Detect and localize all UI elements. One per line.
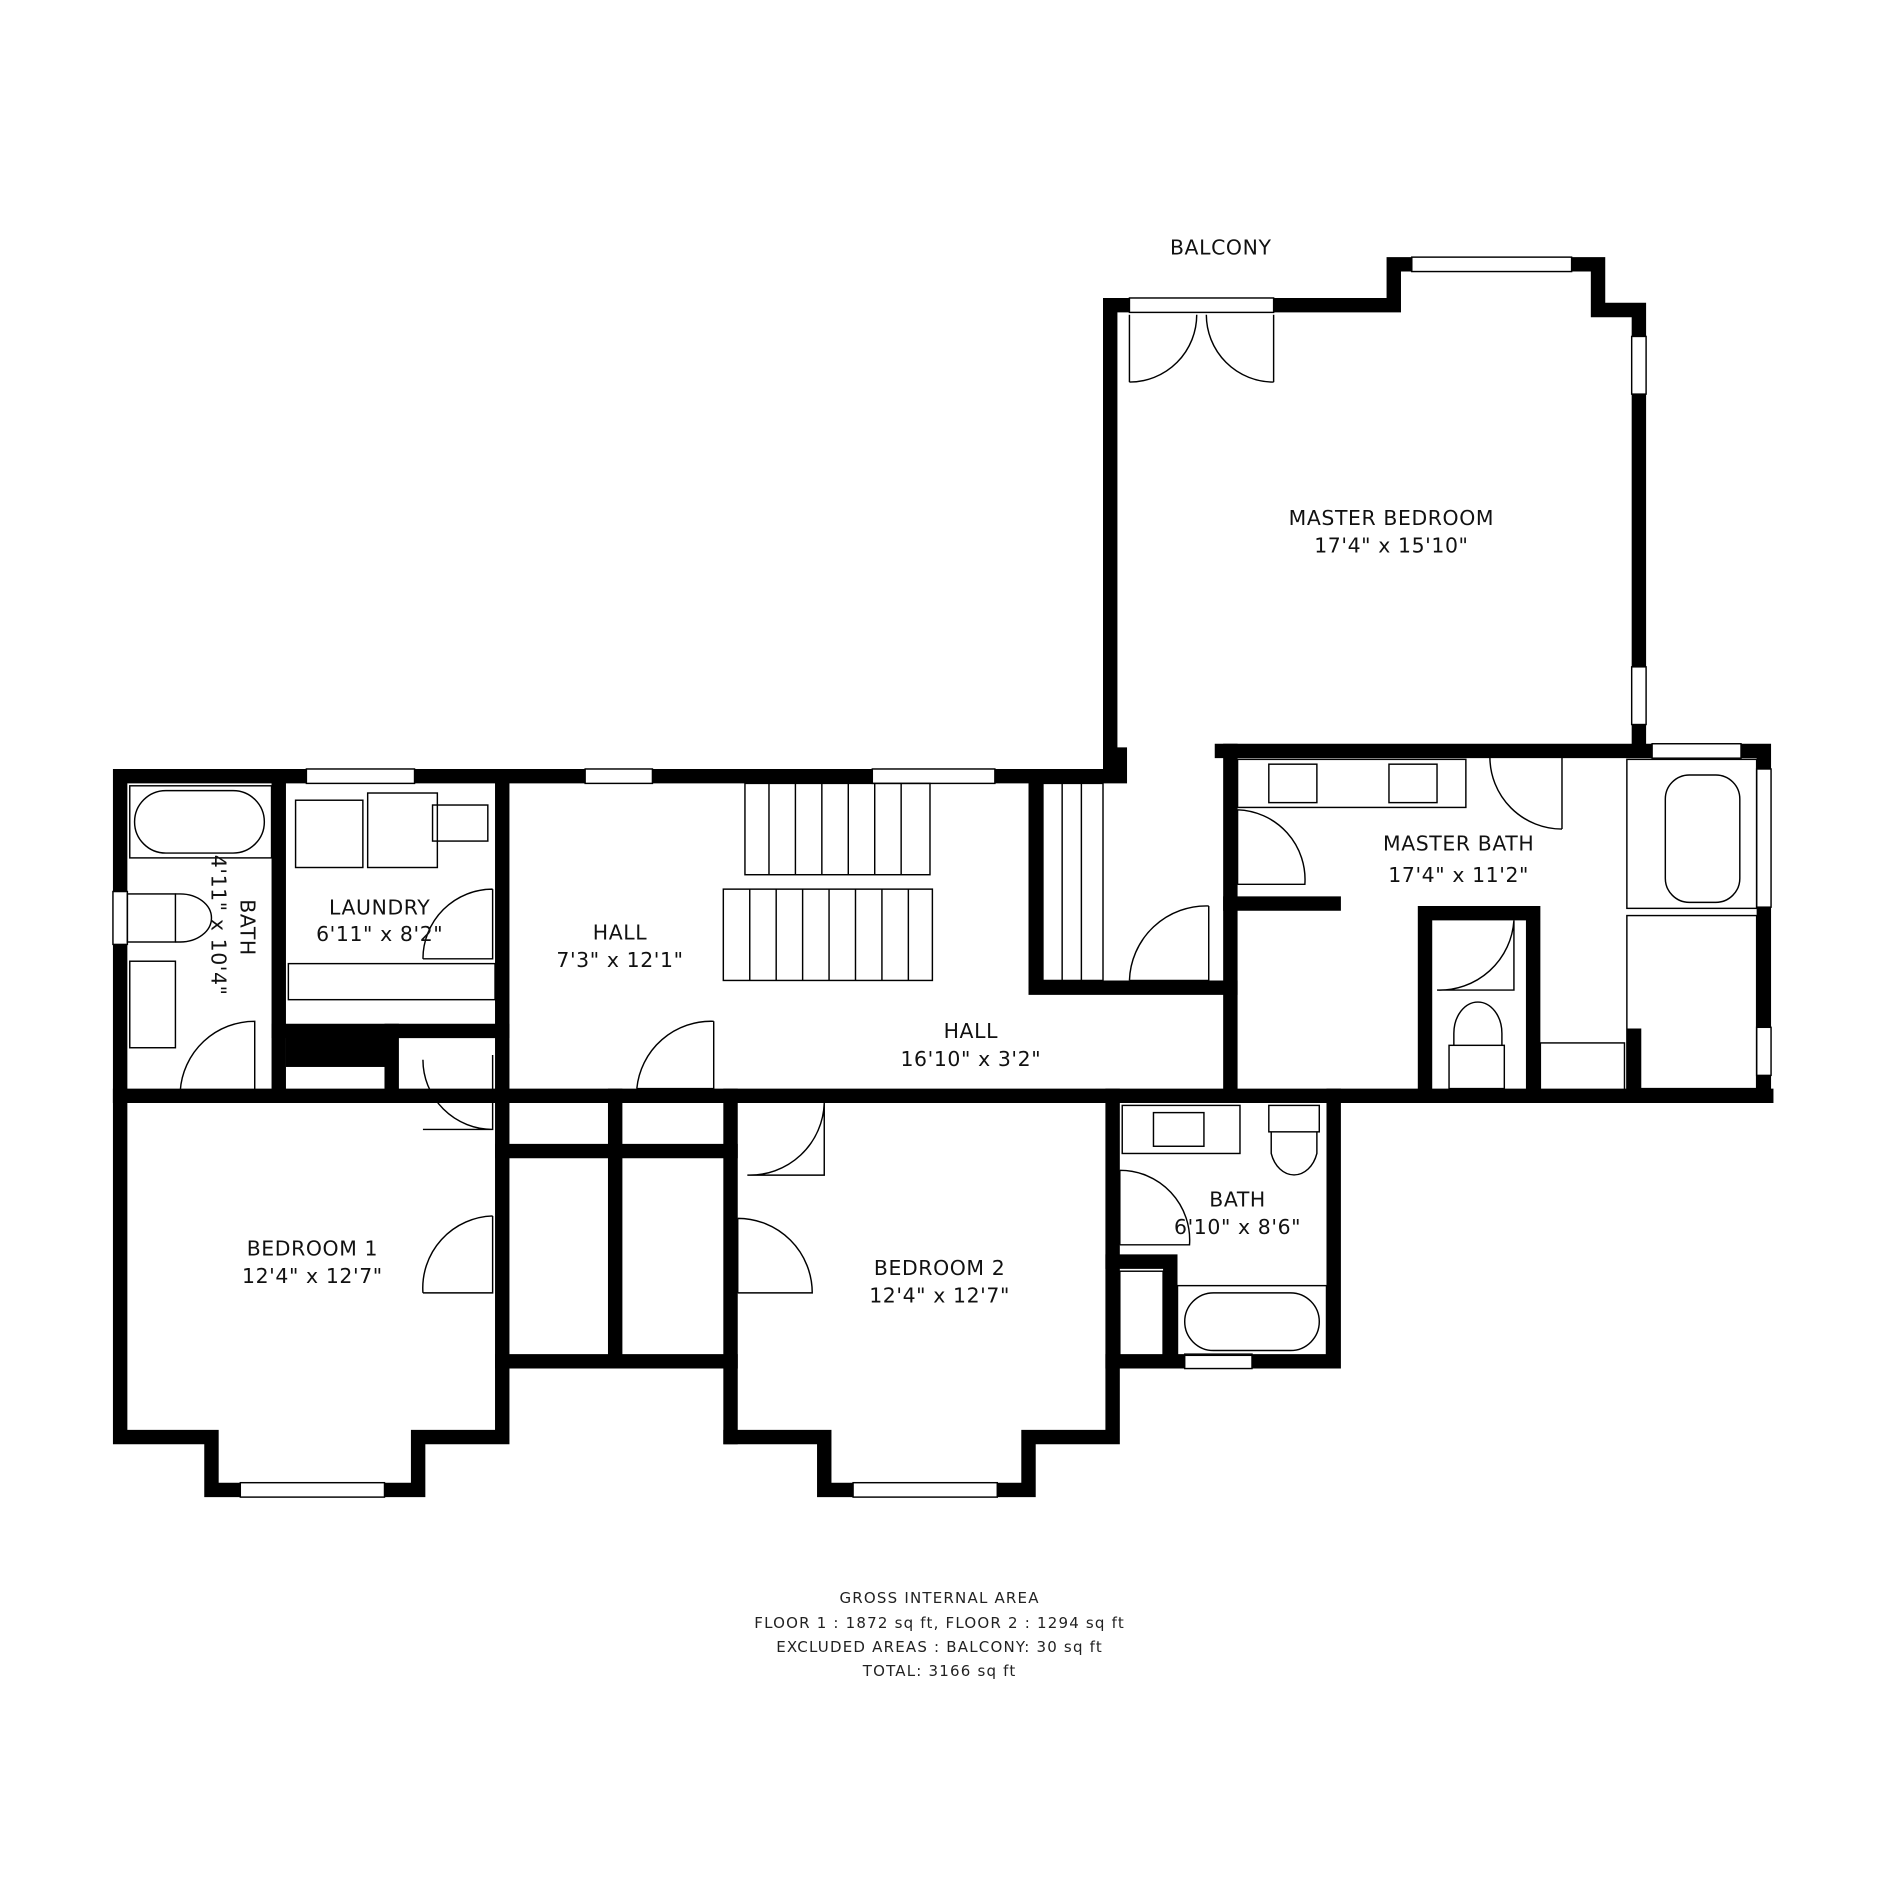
windows xyxy=(112,256,1772,1498)
laundry-name: LAUNDRY xyxy=(329,895,430,919)
staircase-lower xyxy=(722,888,934,982)
bedroom1-name: BEDROOM 1 xyxy=(247,1237,378,1261)
hall-lower-size: 16'10" x 3'2" xyxy=(900,1047,1041,1071)
staircase-side xyxy=(1042,782,1104,982)
bath2-size: 6'10" x 8'6" xyxy=(1174,1215,1301,1239)
room-labels: BALCONY MASTER BEDROOM 17'4" x 15'10" MA… xyxy=(206,236,1534,1308)
area-summary: GROSS INTERNAL AREA FLOOR 1 : 1872 sq ft… xyxy=(754,1589,1125,1680)
doors xyxy=(179,314,1563,1294)
balcony-label: BALCONY xyxy=(1170,236,1272,260)
master-bath-size: 17'4" x 11'2" xyxy=(1388,863,1529,887)
hall-lower-name: HALL xyxy=(944,1019,998,1043)
fixtures xyxy=(126,758,1758,1357)
bath2-name: BATH xyxy=(1209,1187,1266,1211)
master-bedroom-size: 17'4" x 15'10" xyxy=(1314,534,1468,558)
hall-upper-size: 7'3" x 12'1" xyxy=(556,948,683,972)
master-bath-name: MASTER BATH xyxy=(1383,832,1534,856)
area-excluded: EXCLUDED AREAS : BALCONY: 30 sq ft xyxy=(776,1638,1103,1656)
bath-small-name: BATH xyxy=(235,899,259,956)
walls xyxy=(112,257,1774,1498)
staircase-upper xyxy=(744,782,931,876)
area-floors: FLOOR 1 : 1872 sq ft, FLOOR 2 : 1294 sq … xyxy=(754,1614,1125,1632)
area-total: TOTAL: 3166 sq ft xyxy=(862,1662,1017,1680)
hall-upper-name: HALL xyxy=(593,921,647,945)
laundry-size: 6'11" x 8'2" xyxy=(316,922,443,946)
master-bedroom-name: MASTER BEDROOM xyxy=(1289,506,1494,530)
bedroom1-size: 12'4" x 12'7" xyxy=(242,1264,383,1288)
bedroom2-name: BEDROOM 2 xyxy=(874,1256,1005,1280)
bedroom2-size: 12'4" x 12'7" xyxy=(869,1283,1010,1307)
bath-small-size: 4'11" x 10'4" xyxy=(206,855,230,996)
area-title: GROSS INTERNAL AREA xyxy=(839,1589,1039,1607)
